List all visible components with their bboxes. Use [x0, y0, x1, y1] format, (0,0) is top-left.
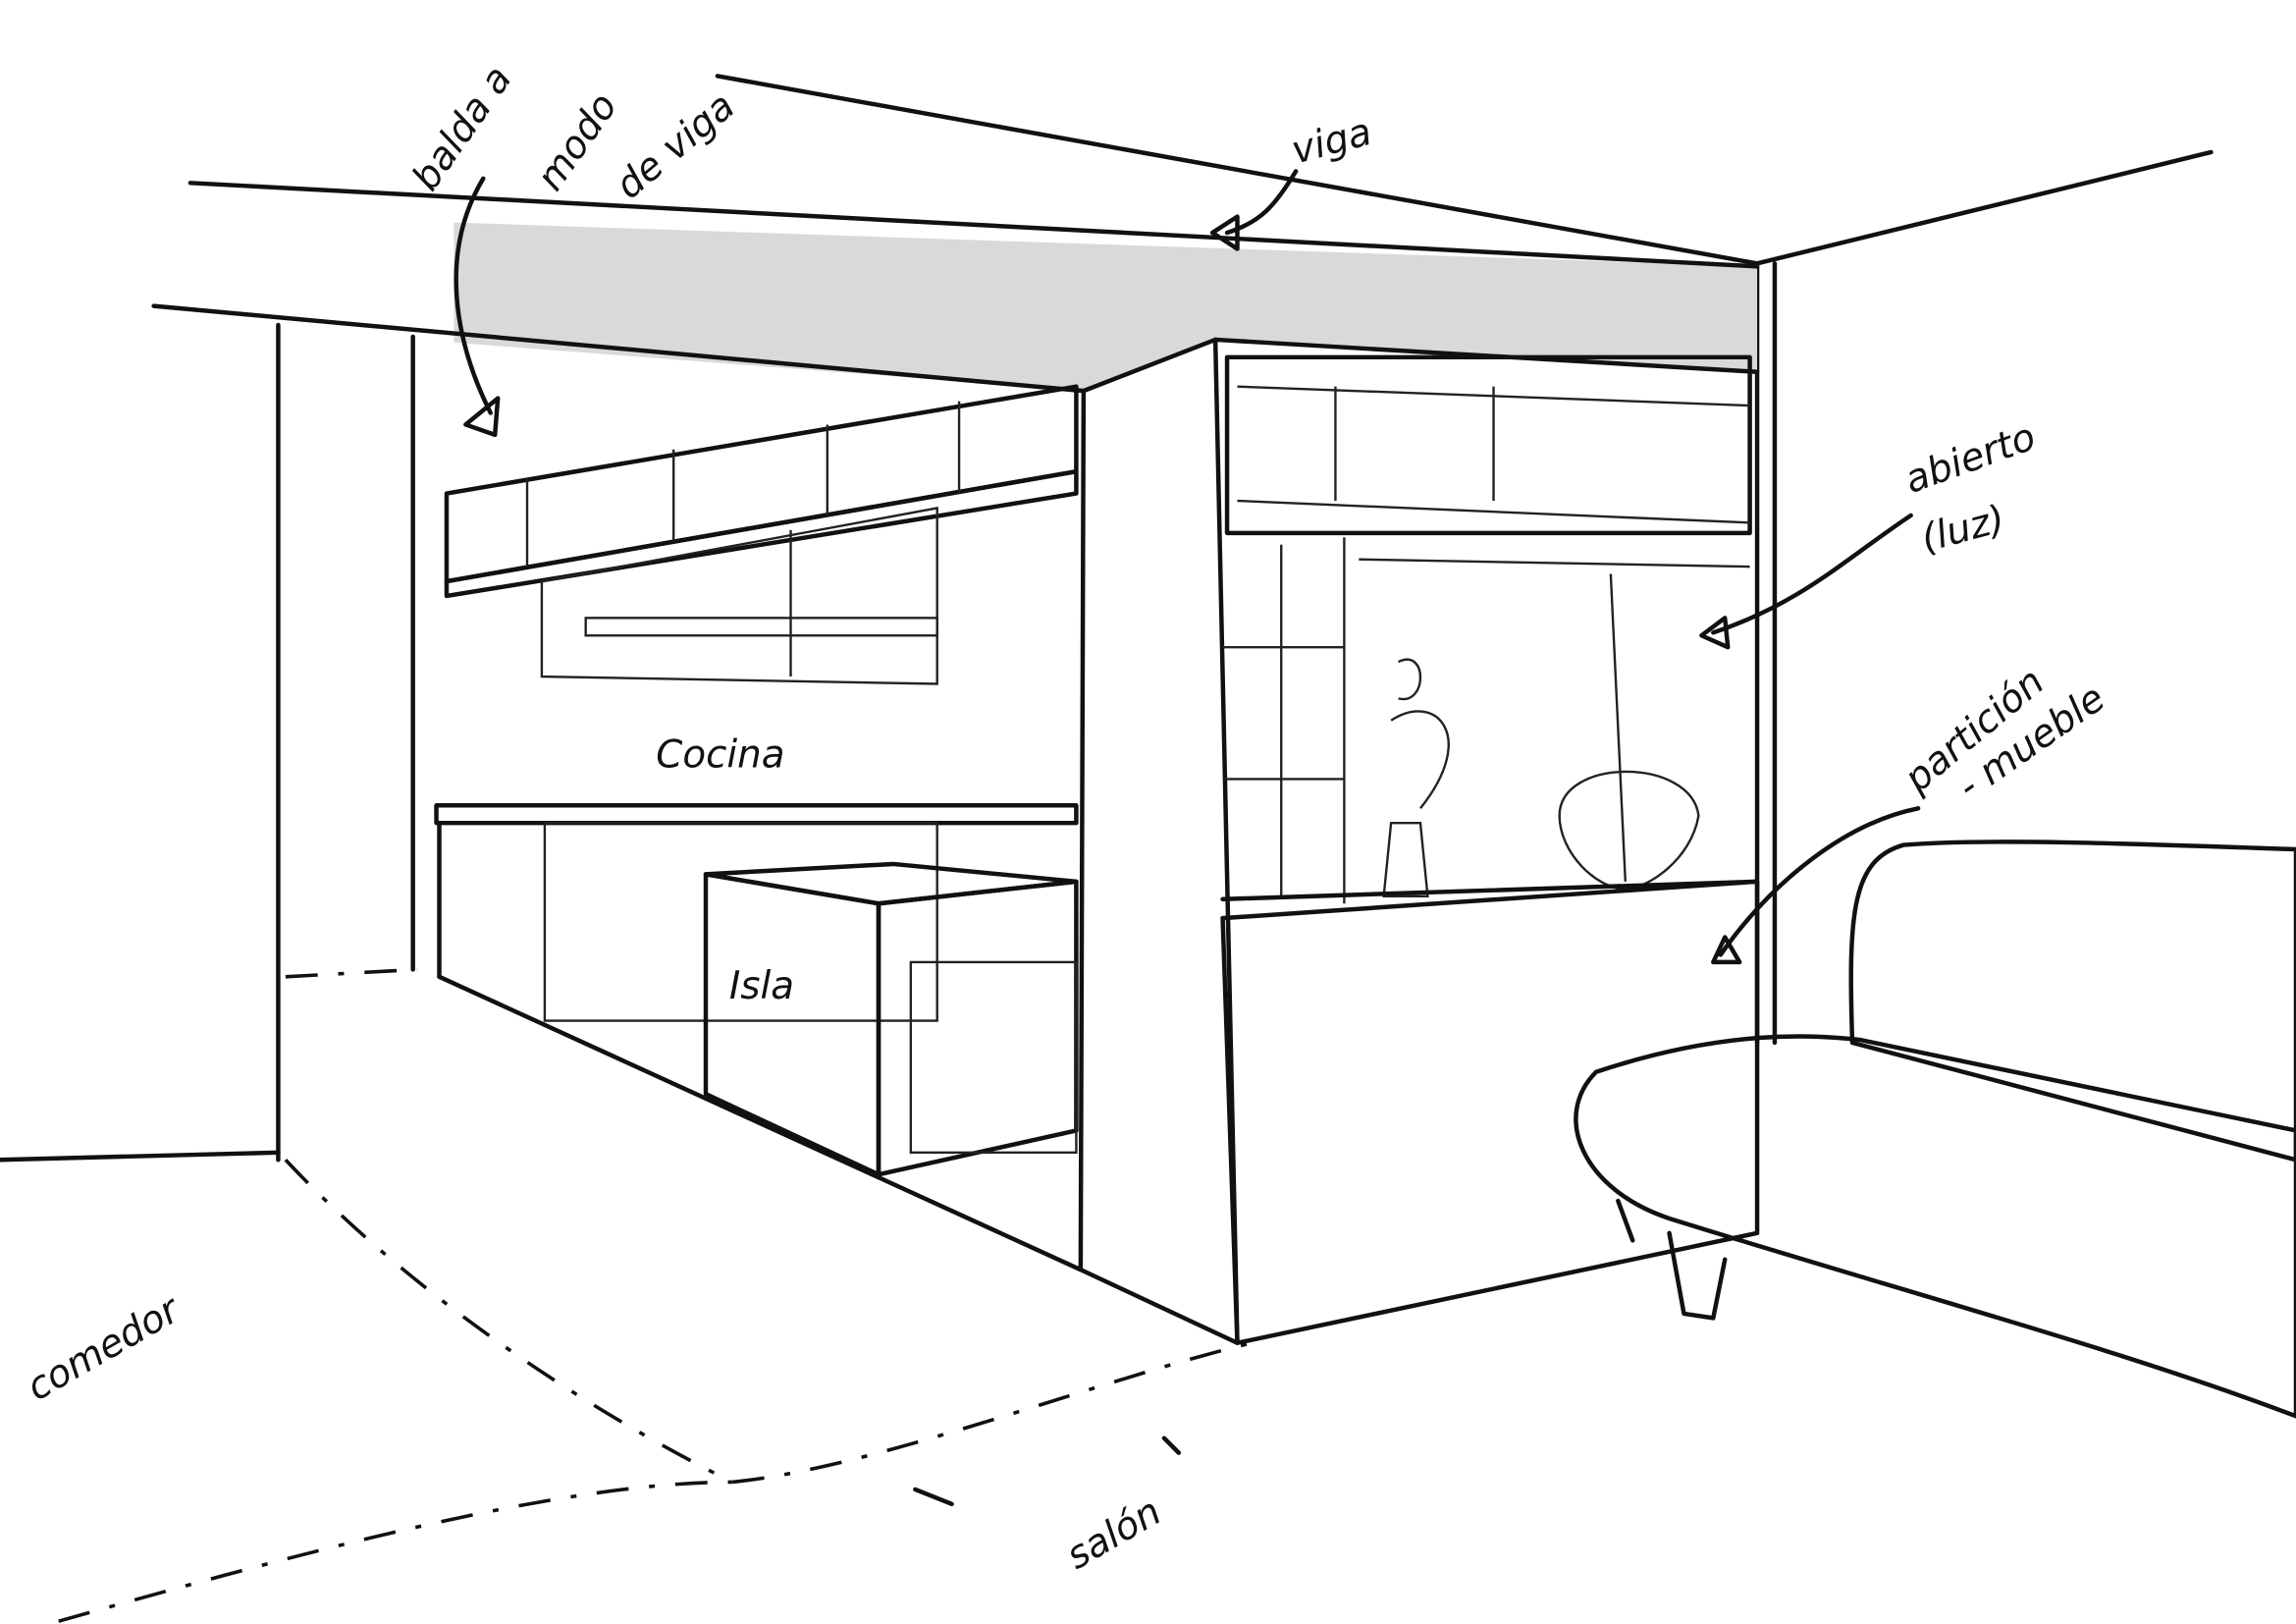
kitchen-counter: [434, 803, 1079, 1022]
label-balda: balda a: [403, 58, 520, 198]
open-shelving: [1222, 537, 1750, 904]
partition-furniture: [1220, 879, 1760, 1345]
label-balda-3: de viga: [608, 84, 743, 208]
floor-boundary-dashed: [284, 1159, 1253, 1485]
label-salon: salón: [1059, 1489, 1169, 1578]
label-balda-2: modo: [528, 85, 626, 199]
upper-shelf: [1224, 354, 1752, 536]
fruit-bowl-icon: [1558, 770, 1700, 891]
room-outline: [0, 74, 2214, 1163]
beam: [454, 222, 1758, 392]
label-isla: Isla: [729, 964, 794, 1008]
arrowhead-icon: [1209, 214, 1240, 251]
arrowhead-icon: [1699, 616, 1731, 650]
label-luz: (luz): [1917, 497, 2010, 562]
arrowhead-icon: [1711, 935, 1742, 965]
beam-top-edge: [187, 181, 1760, 269]
label-comedor: comedor: [20, 1287, 188, 1410]
partition-top-edge: [1220, 879, 1760, 901]
hanging-shelf: [444, 384, 1079, 599]
beam-bottom-edge: [151, 303, 1087, 394]
floor-boundary-dashed: [58, 1480, 732, 1623]
island: [703, 861, 1079, 1177]
vase-with-flowers-icon: [1382, 658, 1450, 897]
column: [1078, 337, 1240, 1345]
floor-boundary-dashed: [285, 967, 418, 979]
floor-edge: [437, 974, 1084, 1272]
label-abierto: abierto: [1899, 415, 2042, 503]
sofa: [1574, 839, 2296, 1419]
annotation-arrows: [454, 169, 1921, 1507]
kitchen-cabinets: [540, 507, 938, 685]
arrowhead-icon: [463, 396, 501, 438]
label-cocina: Cocina: [656, 733, 784, 778]
label-viga: viga: [1287, 110, 1376, 174]
